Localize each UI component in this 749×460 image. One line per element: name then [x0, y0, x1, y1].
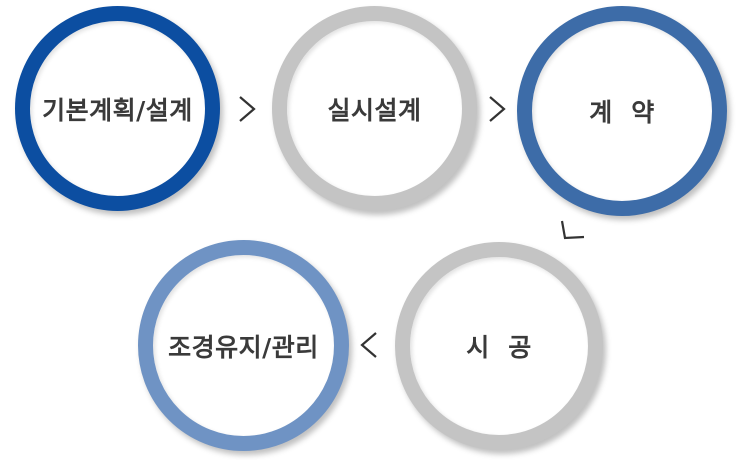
chevron-right-icon: [236, 94, 258, 124]
step-planning-design: 기본계획/설계: [15, 6, 220, 211]
chevron-right-icon: [486, 94, 508, 124]
step-maintenance-management: 조경유지/관리: [138, 240, 349, 451]
chevron-down-left-icon: [556, 217, 588, 245]
step-detailed-design: 실시설계: [272, 6, 477, 211]
step-label: 시 공: [466, 333, 532, 362]
chevron-left-icon: [358, 330, 380, 360]
step-construction: 시 공: [395, 242, 603, 450]
step-label: 실시설계: [327, 95, 422, 125]
step-label: 계 약: [589, 98, 655, 127]
step-label: 기본계획/설계: [42, 95, 193, 125]
step-contract: 계 약: [517, 6, 727, 216]
step-label: 조경유지/관리: [168, 332, 319, 362]
